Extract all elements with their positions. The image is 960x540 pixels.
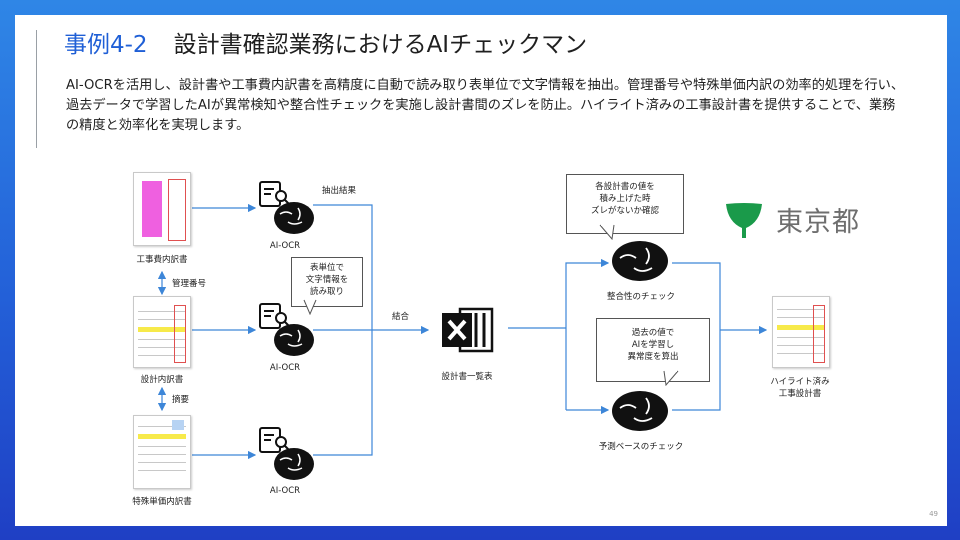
doc-label-2: 設計内訳書 <box>140 375 184 385</box>
construction-cost-breakdown-doc <box>133 172 191 246</box>
extract-result-label: 抽出結果 <box>322 186 357 196</box>
consistency-label: 整合性のチェック <box>606 292 676 302</box>
prediction-callout: 過去の値で AIを学習し 異常度を算出 <box>596 318 710 382</box>
ocr-callout-tail <box>303 299 317 315</box>
ocr-label-3: AI-OCR <box>269 486 301 496</box>
title-case-number: 事例4-2 <box>64 32 148 58</box>
slide-title: 事例4-2 設計書確認業務におけるAIチェックマン <box>64 25 587 59</box>
brain-icon <box>612 391 668 431</box>
ocr-label-2: AI-OCR <box>269 363 301 373</box>
ocr-label-1: AI-OCR <box>269 241 301 251</box>
prediction-callout-tail <box>663 370 679 386</box>
brain-icon <box>612 241 668 281</box>
link-label-summary: 摘要 <box>172 395 190 405</box>
consistency-callout-tail <box>599 224 615 240</box>
arrow-to-consistency <box>565 258 610 410</box>
output-label: ハイライト済み 工事設計書 <box>770 377 830 399</box>
tokyo-logo-text: 東京都 <box>776 207 860 238</box>
tokyo-ginkgo-logo-icon <box>726 203 762 238</box>
title-text: 設計書確認業務におけるAIチェックマン <box>173 32 588 58</box>
ai-ocr-icon <box>259 303 314 356</box>
excel-label: 設計書一覧表 <box>441 372 493 382</box>
merge-label: 結合 <box>392 312 410 322</box>
special-unit-price-doc <box>133 415 191 489</box>
ocr-callout: 表単位で 文字情報を 読み取り <box>291 257 363 307</box>
page-number: 49 <box>929 510 938 518</box>
slide-description: AI-OCRを活用し、設計書や工事費内訳書を高精度に自動で読み取り表単位で文字情… <box>66 78 905 133</box>
ai-ocr-icon <box>259 427 314 480</box>
highlighted-design-doc <box>772 296 830 368</box>
title-divider <box>36 30 37 148</box>
link-label-management-number: 管理番号 <box>172 279 207 289</box>
excel-icon <box>442 307 494 353</box>
design-breakdown-doc <box>133 296 191 368</box>
result-bracket <box>672 262 721 411</box>
consistency-callout: 各設計書の値を 積み上げた時 ズレがないか確認 <box>566 174 684 234</box>
doc-label-3: 特殊単価内訳書 <box>132 497 192 507</box>
doc-label-1: 工事費内訳書 <box>136 255 188 265</box>
prediction-label: 予測ベースのチェック <box>598 442 684 452</box>
ai-ocr-icon <box>259 181 314 234</box>
